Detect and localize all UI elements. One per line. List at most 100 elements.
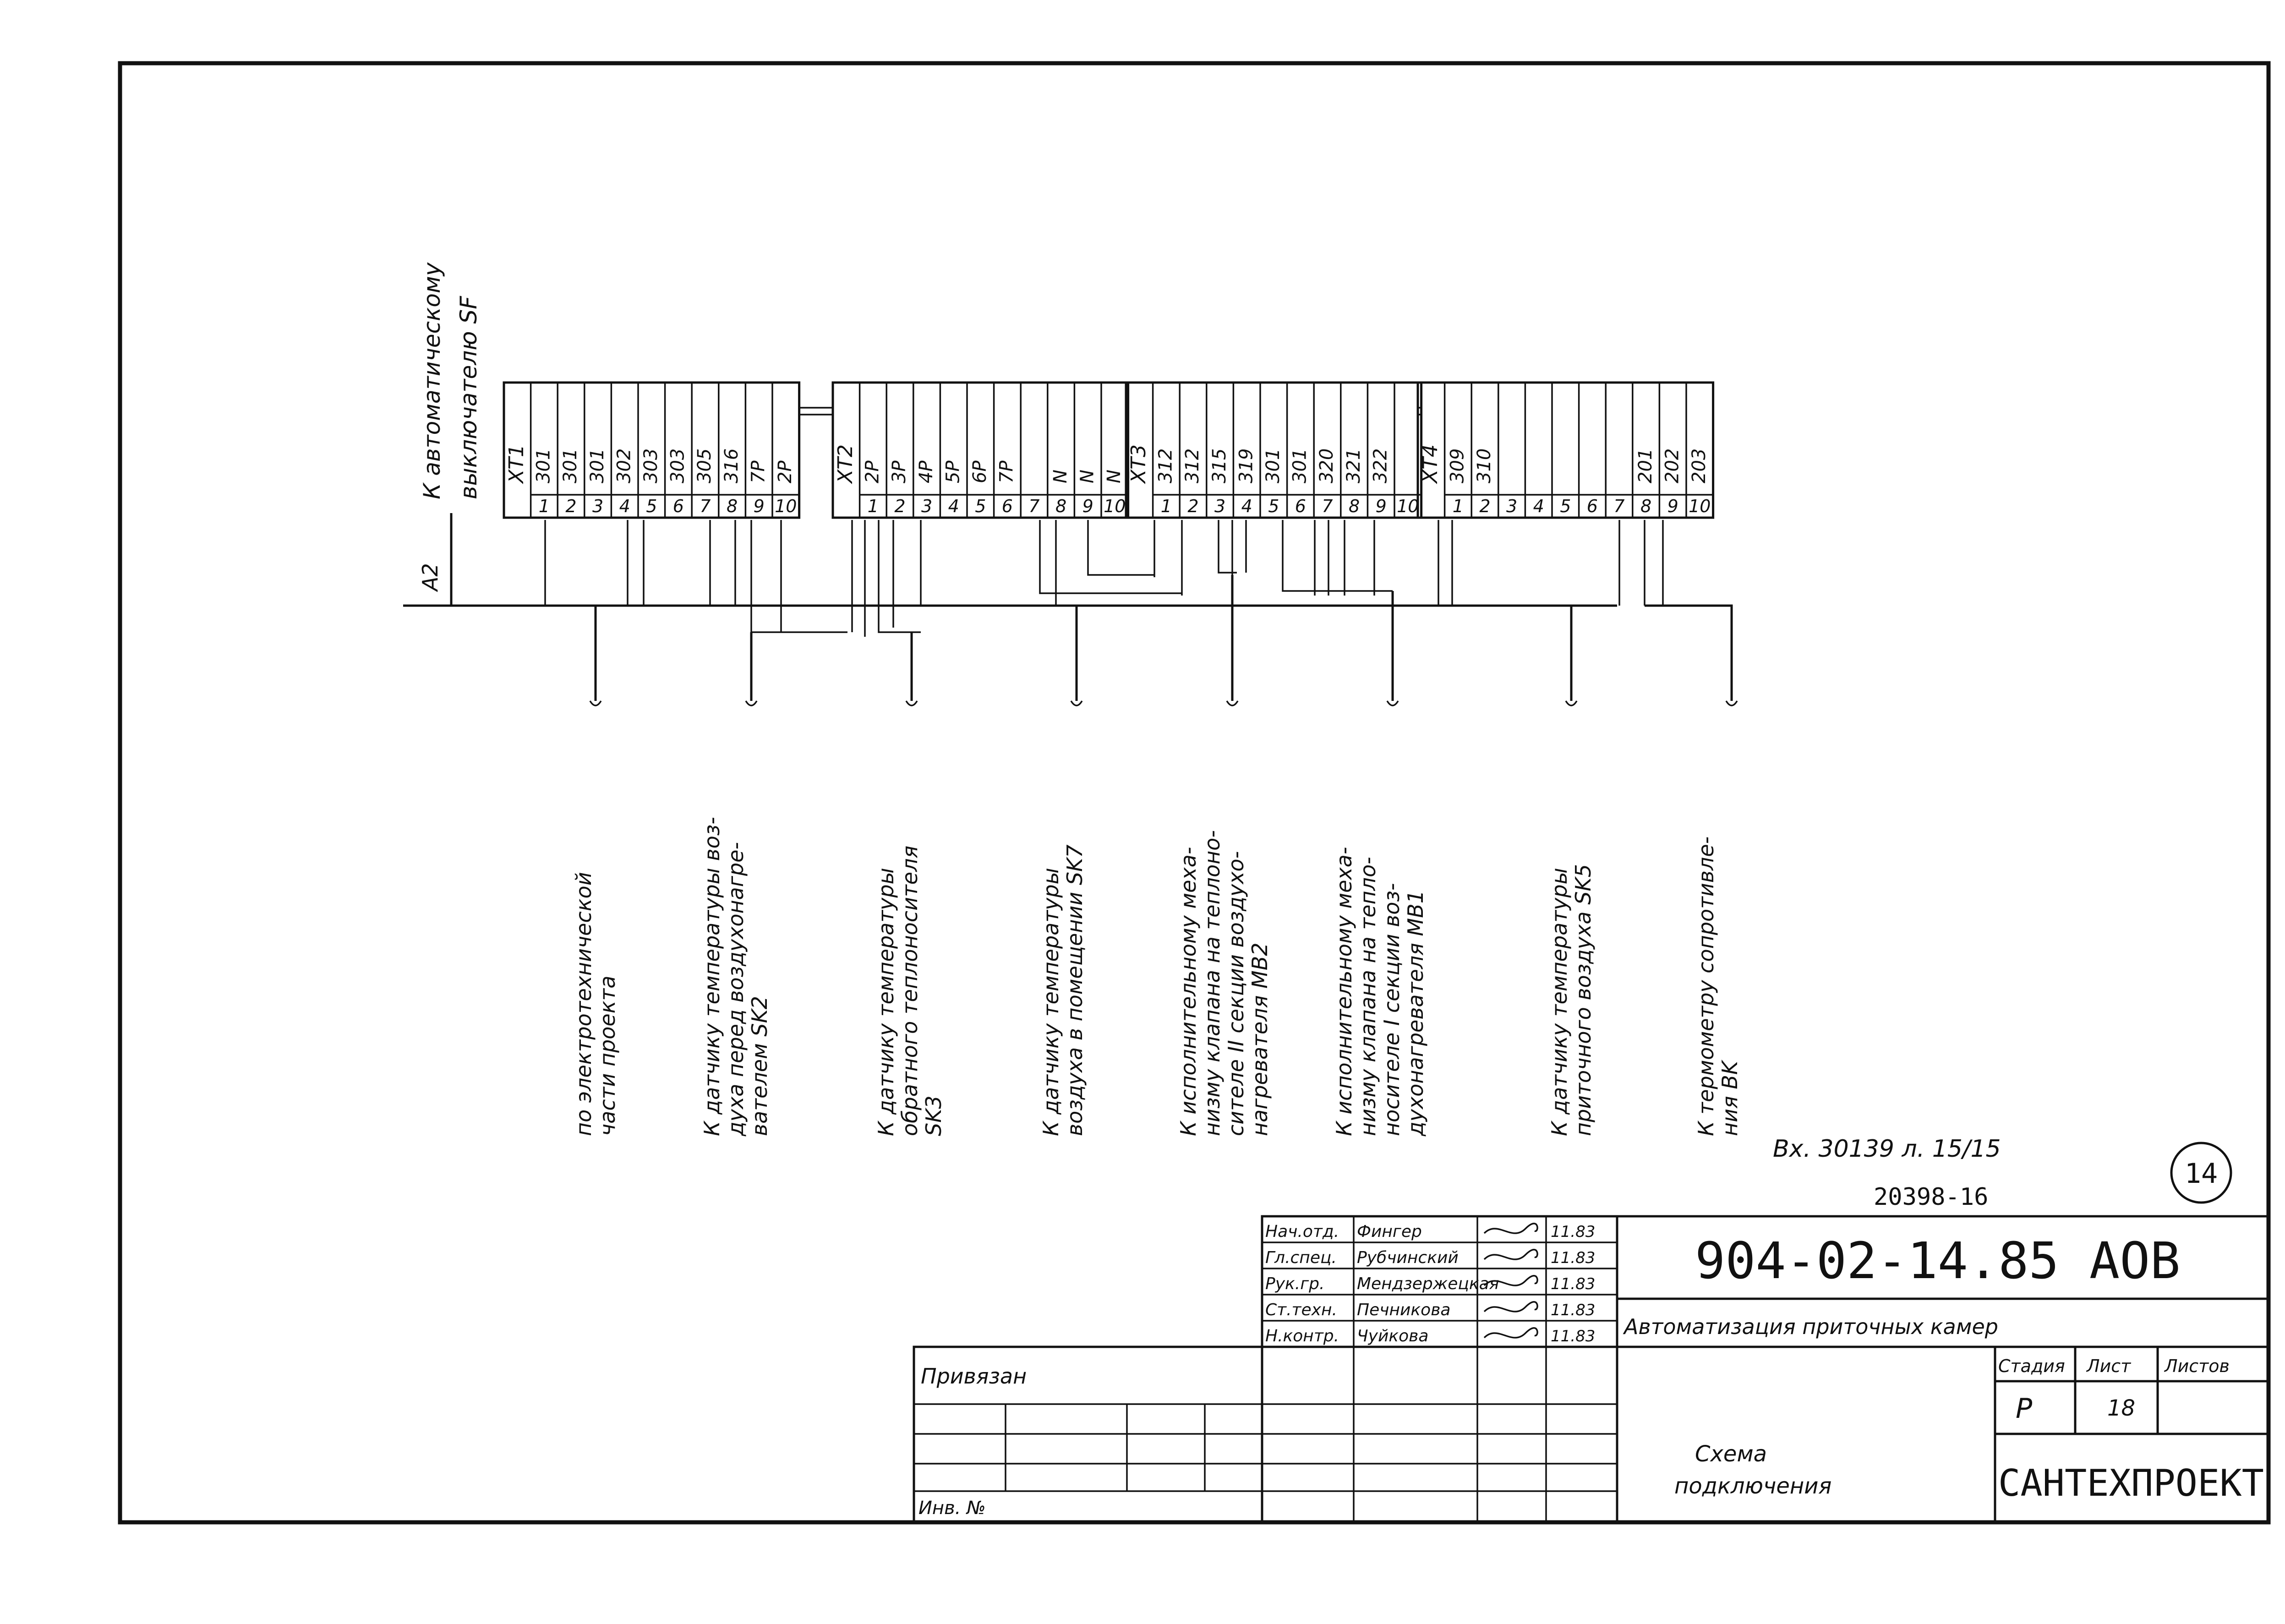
terminal-number: 5 bbox=[646, 496, 657, 516]
bus-label: A2 bbox=[418, 563, 443, 592]
wire-label: N bbox=[1104, 470, 1125, 483]
destination-label: К датчику температуры воз-духа перед воз… bbox=[700, 700, 772, 1137]
cable-end bbox=[905, 700, 918, 706]
wire-label: 202 bbox=[1662, 448, 1683, 483]
wire-label: 321 bbox=[1343, 448, 1364, 483]
signature-date: 11.83 bbox=[1551, 1249, 1595, 1267]
wire-label: 301 bbox=[533, 448, 554, 483]
destination-line: сителе II секции воздухо- bbox=[1224, 851, 1248, 1136]
page-number-circle bbox=[2170, 1142, 2232, 1204]
signature-date: 11.83 bbox=[1551, 1327, 1595, 1345]
terminal-number: 10 bbox=[1104, 496, 1126, 516]
wire-label: 6P bbox=[969, 460, 990, 483]
terminal-number: 1 bbox=[1161, 496, 1172, 516]
signature-date: 11.83 bbox=[1551, 1275, 1595, 1293]
terminal-number: 4 bbox=[619, 496, 630, 516]
organization-name: САНТЕХПРОЕКТ bbox=[1998, 1462, 2264, 1504]
terminal-number: 6 bbox=[1002, 496, 1013, 516]
terminal-number: 2 bbox=[894, 496, 905, 516]
wire-label: 303 bbox=[667, 448, 689, 483]
destination-line: К датчику температуры bbox=[1039, 868, 1063, 1136]
destination-line: SK3 bbox=[921, 1095, 946, 1136]
wire-label: 310 bbox=[1474, 448, 1495, 483]
terminal-number: 3 bbox=[1506, 496, 1517, 516]
wire-label: 301 bbox=[1263, 448, 1284, 483]
terminal-number: 9 bbox=[1667, 496, 1678, 516]
signature-role: Ст.техн. bbox=[1265, 1301, 1337, 1319]
destination-line: обратного теплоносителя bbox=[897, 846, 922, 1136]
destination-line: К датчику температуры воз- bbox=[700, 817, 724, 1136]
terminal-number: 7 bbox=[1613, 496, 1624, 516]
cable-end bbox=[1226, 700, 1239, 706]
terminal-number: 8 bbox=[1349, 496, 1360, 516]
wire-label: 301 bbox=[560, 448, 581, 483]
wire-label: 312 bbox=[1182, 448, 1203, 483]
destination-line: К исполнительному меха- bbox=[1176, 847, 1201, 1136]
destination-line: приточного воздуха SK5 bbox=[1571, 864, 1596, 1136]
sheet-title-line2: подключения bbox=[1674, 1473, 1831, 1499]
signature-scribble bbox=[1483, 1249, 1538, 1260]
sheet-title-line1: Схема bbox=[1695, 1441, 1767, 1467]
terminal-number: 6 bbox=[1587, 496, 1598, 516]
header-note: К автоматическому выключателю SF bbox=[419, 262, 482, 500]
wire-label: 302 bbox=[613, 448, 634, 483]
terminal-number: 6 bbox=[1295, 496, 1306, 516]
wire-label: 301 bbox=[1290, 448, 1311, 483]
signature-scribble bbox=[1483, 1223, 1538, 1234]
terminal-number: 9 bbox=[754, 496, 765, 516]
terminal-number: 1 bbox=[868, 496, 879, 516]
terminal-number: 9 bbox=[1376, 496, 1387, 516]
wire-label: 312 bbox=[1155, 448, 1176, 483]
signature-scribble bbox=[1483, 1327, 1538, 1339]
destination-line: духонагревателя MB1 bbox=[1403, 890, 1428, 1137]
wire-label: 315 bbox=[1209, 448, 1230, 483]
header-note-line1: К автоматическому bbox=[419, 262, 445, 500]
terminal-number: 8 bbox=[1055, 496, 1066, 516]
destination-line: К термометру сопротивле- bbox=[1694, 837, 1718, 1136]
terminal-number: 4 bbox=[1241, 496, 1252, 516]
wire-label: 320 bbox=[1316, 448, 1337, 483]
terminal-number: 9 bbox=[1082, 496, 1093, 516]
terminal-block-id: XT3 bbox=[1127, 444, 1150, 484]
signature-role: Нач.отд. bbox=[1265, 1222, 1339, 1241]
wire-label: N bbox=[1077, 470, 1098, 483]
destination-line: К датчику температуры bbox=[874, 868, 898, 1136]
terminal-number: 7 bbox=[1322, 496, 1333, 516]
terminal-number: 2 bbox=[565, 496, 576, 516]
handwritten-ref: Вх. 30139 л. 15/15 bbox=[1773, 1135, 2001, 1163]
signature-row: Гл.спец. Рубчинский 11.83 bbox=[1265, 1248, 1595, 1267]
destination-line: части проекта bbox=[595, 976, 620, 1136]
signature-role: Рук.гр. bbox=[1265, 1274, 1324, 1293]
wire-label: 5P bbox=[942, 460, 963, 483]
terminal-number: 1 bbox=[539, 496, 550, 516]
destination-line: воздуха в помещении SK7 bbox=[1062, 845, 1087, 1136]
terminal-number: 5 bbox=[1560, 496, 1571, 516]
page-number: 14 bbox=[2185, 1158, 2218, 1190]
destination-line: духа перед воздухонагре- bbox=[723, 842, 748, 1137]
wire-label: 4P bbox=[916, 460, 937, 483]
destination-label: К термометру сопротивле-ния BK bbox=[1694, 700, 1742, 1136]
wire-label: 7P bbox=[996, 460, 1017, 483]
wiring bbox=[544, 520, 1664, 637]
stage-header: Стадия bbox=[1998, 1356, 2065, 1376]
destination-label: К исполнительному меха-низму клапана на … bbox=[1332, 700, 1428, 1137]
wire-label: 305 bbox=[694, 448, 715, 483]
terminal-number: 8 bbox=[1640, 496, 1651, 516]
signature-date: 11.83 bbox=[1551, 1223, 1595, 1241]
wire-label: 309 bbox=[1447, 448, 1468, 483]
signature-name: Рубчинский bbox=[1357, 1248, 1459, 1267]
sheet-value: 18 bbox=[2107, 1395, 2135, 1421]
destination-line: низму клапана на теплo- bbox=[1356, 857, 1380, 1136]
destination-line: вателем SK2 bbox=[747, 996, 772, 1136]
signature-role: Гл.спец. bbox=[1265, 1248, 1337, 1267]
terminal-number: 3 bbox=[1214, 496, 1225, 516]
wire-label: 3P bbox=[889, 460, 910, 483]
